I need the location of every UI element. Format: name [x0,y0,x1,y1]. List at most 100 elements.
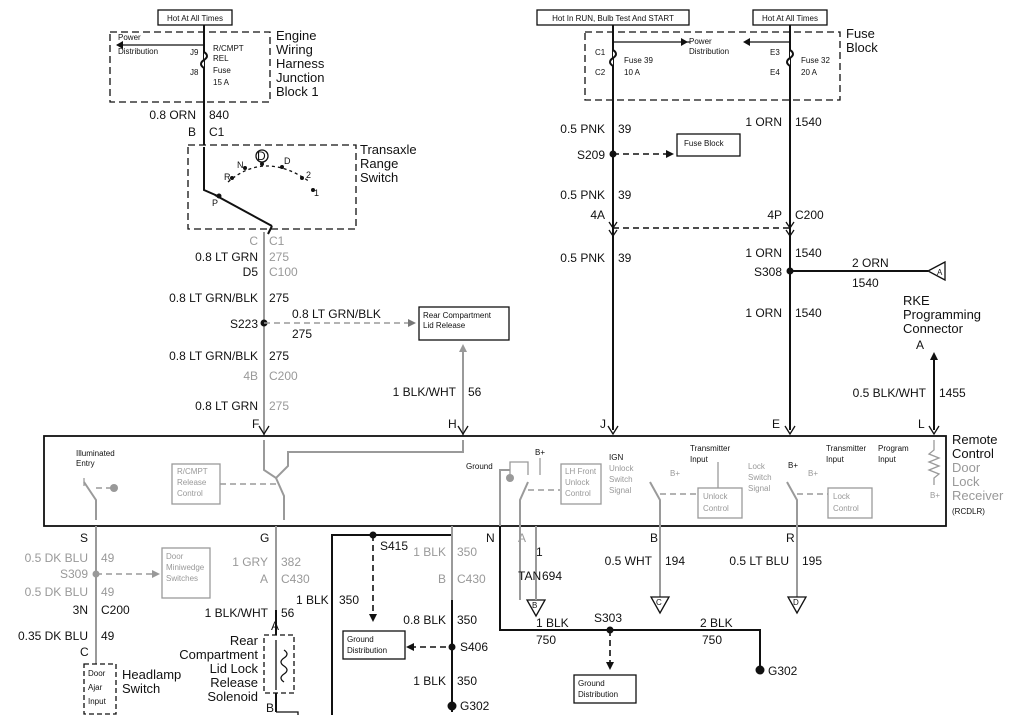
svg-text:56: 56 [281,606,295,620]
pin-j8: J8 [190,68,199,77]
svg-text:REL: REL [213,54,229,63]
svg-text:1540: 1540 [795,306,822,320]
svg-text:B: B [650,531,658,545]
svg-text:C1: C1 [269,234,285,248]
svg-text:Power: Power [118,33,141,42]
svg-text:Switch: Switch [609,475,633,484]
svg-text:Control: Control [177,489,203,498]
svg-text:350: 350 [339,593,359,607]
svg-text:39: 39 [618,122,632,136]
rke-programming-connector: RKE Programming Connector [903,293,981,336]
svg-text:Rear: Rear [230,633,259,648]
svg-text:0.5 DK BLU: 0.5 DK BLU [25,585,88,599]
svg-text:4A: 4A [590,208,605,222]
svg-text:A: A [916,338,924,352]
svg-text:C2: C2 [595,68,606,77]
transaxle-title: Transaxle Range Switch [360,142,417,185]
svg-text:Switch: Switch [360,170,398,185]
svg-text:39: 39 [618,251,632,265]
svg-text:Ground: Ground [578,679,605,688]
svg-text:(RCDLR): (RCDLR) [952,507,985,516]
svg-text:B: B [438,572,446,586]
hot-at-all-times-text-right: Hot At All Times [762,14,818,23]
lock-control [827,487,873,519]
svg-text:750: 750 [536,633,556,647]
svg-text:G: G [260,531,269,545]
svg-text:Switches: Switches [166,574,198,583]
svg-text:Transaxle: Transaxle [360,142,417,157]
svg-text:0.8 LT GRN/BLK: 0.8 LT GRN/BLK [169,349,258,363]
svg-text:N: N [486,531,495,545]
fuse-block [584,31,841,101]
headlamp-switch-label: Headlamp [122,667,181,682]
triangle-d-marker [786,596,808,615]
svg-text:C100: C100 [269,265,298,279]
svg-text:350: 350 [457,613,477,627]
svg-text:1540: 1540 [852,276,879,290]
svg-text:15 A: 15 A [213,78,230,87]
svg-text:Control: Control [952,446,994,461]
svg-text:C430: C430 [281,572,310,586]
svg-text:S406: S406 [460,640,488,654]
svg-text:1455: 1455 [939,386,966,400]
svg-text:Miniwedge: Miniwedge [166,563,205,572]
svg-text:Lid Release: Lid Release [423,321,466,330]
svg-text:694: 694 [542,569,562,583]
svg-text:E: E [772,417,780,431]
svg-text:C1: C1 [595,48,606,57]
svg-text:Control: Control [833,504,859,513]
svg-text:G302: G302 [768,664,798,678]
svg-text:B+: B+ [930,491,940,500]
svg-text:750: 750 [702,633,722,647]
svg-text:S223: S223 [230,317,258,331]
svg-text:1540: 1540 [795,246,822,260]
svg-text:E4: E4 [770,68,780,77]
svg-text:G302: G302 [460,699,490,713]
svg-text:P: P [212,198,218,208]
svg-text:Block: Block [846,40,878,55]
svg-text:2 ORN: 2 ORN [852,256,889,270]
svg-text:B: B [532,601,537,610]
svg-text:Distribution: Distribution [578,690,618,699]
svg-text:Lock: Lock [748,462,766,471]
transaxle-range-switch [187,144,357,230]
svg-text:B: B [188,125,196,139]
svg-text:D5: D5 [243,265,259,279]
svg-text:Ground: Ground [347,635,374,644]
svg-text:A: A [271,619,279,633]
svg-text:Release: Release [210,675,258,690]
svg-text:56: 56 [468,385,482,399]
svg-text:0.8 LT GRN: 0.8 LT GRN [195,250,258,264]
svg-text:Entry: Entry [76,459,95,468]
svg-text:Remote: Remote [952,432,998,447]
svg-text:275: 275 [269,399,289,413]
svg-text:Input: Input [88,697,107,706]
ground-distribution-box-1 [342,630,406,660]
svg-text:B+: B+ [670,469,680,478]
svg-text:2 BLK: 2 BLK [700,616,733,630]
svg-text:Release: Release [177,478,207,487]
ground-g302-right [755,665,765,675]
svg-text:H: H [448,417,457,431]
svg-text:0.5 BLK/WHT: 0.5 BLK/WHT [853,386,927,400]
svg-text:1: 1 [314,188,319,198]
svg-text:49: 49 [101,629,115,643]
svg-text:Junction: Junction [276,70,324,85]
svg-text:A: A [260,572,268,586]
svg-text:10 A: 10 A [624,68,641,77]
svg-text:0.5 PNK: 0.5 PNK [560,188,605,202]
svg-text:RKE: RKE [903,293,930,308]
svg-text:20 A: 20 A [801,68,818,77]
svg-text:S: S [80,531,88,545]
svg-text:1: 1 [536,545,543,559]
svg-text:Program: Program [878,444,909,453]
svg-text:1 ORN: 1 ORN [745,115,782,129]
svg-text:Harness: Harness [276,56,325,71]
svg-text:Door: Door [166,552,184,561]
svg-text:Fuse 39: Fuse 39 [624,56,653,65]
svg-text:C200: C200 [795,208,824,222]
svg-text:TAN: TAN [518,569,541,583]
svg-text:Lock: Lock [952,474,980,489]
svg-text:0.8 BLK: 0.8 BLK [403,613,446,627]
svg-text:L: L [918,417,925,431]
